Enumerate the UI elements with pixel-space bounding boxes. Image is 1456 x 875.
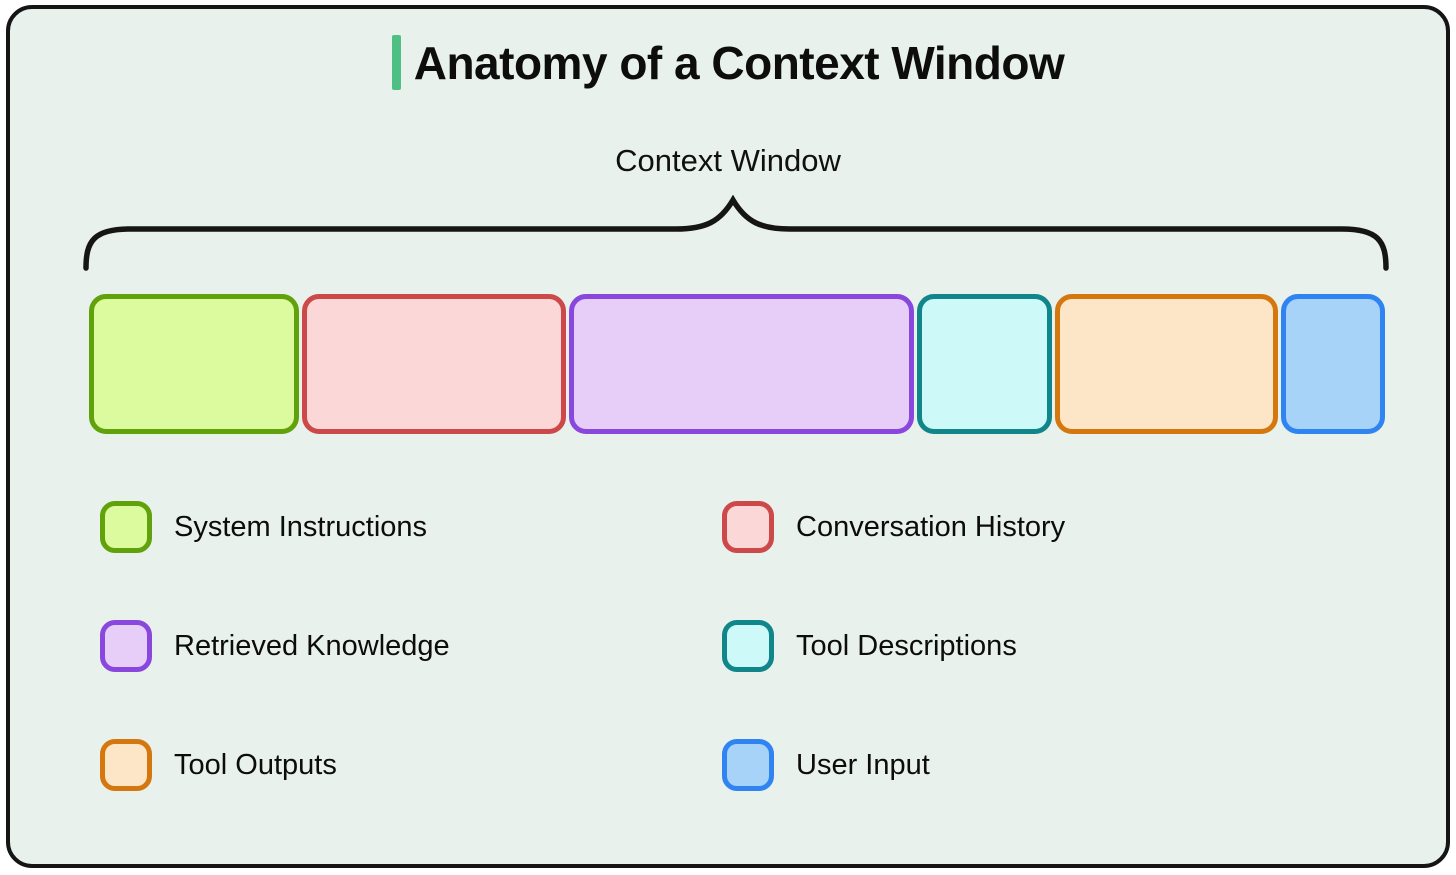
page-title: Anatomy of a Context Window <box>413 36 1065 89</box>
legend-swatch-system-instructions <box>100 501 152 553</box>
context-blocks-row <box>89 294 1385 434</box>
legend-label-retrieved-knowledge: Retrieved Knowledge <box>174 629 450 662</box>
legend-label-system-instructions: System Instructions <box>174 510 428 543</box>
context-window-label: Context Window <box>615 143 841 178</box>
legend-label-tool-outputs: Tool Outputs <box>174 748 337 781</box>
legend-item-user-input: User Input <box>722 739 1390 791</box>
block-user-input <box>1281 294 1385 434</box>
brace-graphic <box>83 195 1389 271</box>
legend-label-user-input: User Input <box>796 748 930 781</box>
legend-item-system-instructions: System Instructions <box>100 501 722 553</box>
legend-swatch-tool-descriptions <box>722 620 774 672</box>
block-tool-outputs <box>1054 294 1279 434</box>
legend-swatch-tool-outputs <box>100 739 152 791</box>
block-retrieved-knowledge <box>568 294 915 434</box>
legend-swatch-conversation-history <box>722 501 774 553</box>
legend-item-conversation-history: Conversation History <box>722 501 1390 553</box>
title-row: Anatomy of a Context Window <box>10 35 1446 90</box>
block-system-instructions <box>89 294 299 434</box>
legend-item-tool-outputs: Tool Outputs <box>100 739 722 791</box>
block-tool-descriptions <box>917 294 1052 434</box>
block-conversation-history <box>301 294 566 434</box>
diagram-canvas: Anatomy of a Context Window Context Wind… <box>6 5 1450 868</box>
legend-swatch-retrieved-knowledge <box>100 620 152 672</box>
title-accent-bar <box>391 35 401 90</box>
brace-path <box>83 195 1389 271</box>
legend-item-retrieved-knowledge: Retrieved Knowledge <box>100 620 722 672</box>
legend-swatch-user-input <box>722 739 774 791</box>
legend-item-tool-descriptions: Tool Descriptions <box>722 620 1390 672</box>
legend-label-conversation-history: Conversation History <box>796 510 1066 543</box>
legend-label-tool-descriptions: Tool Descriptions <box>796 629 1017 662</box>
